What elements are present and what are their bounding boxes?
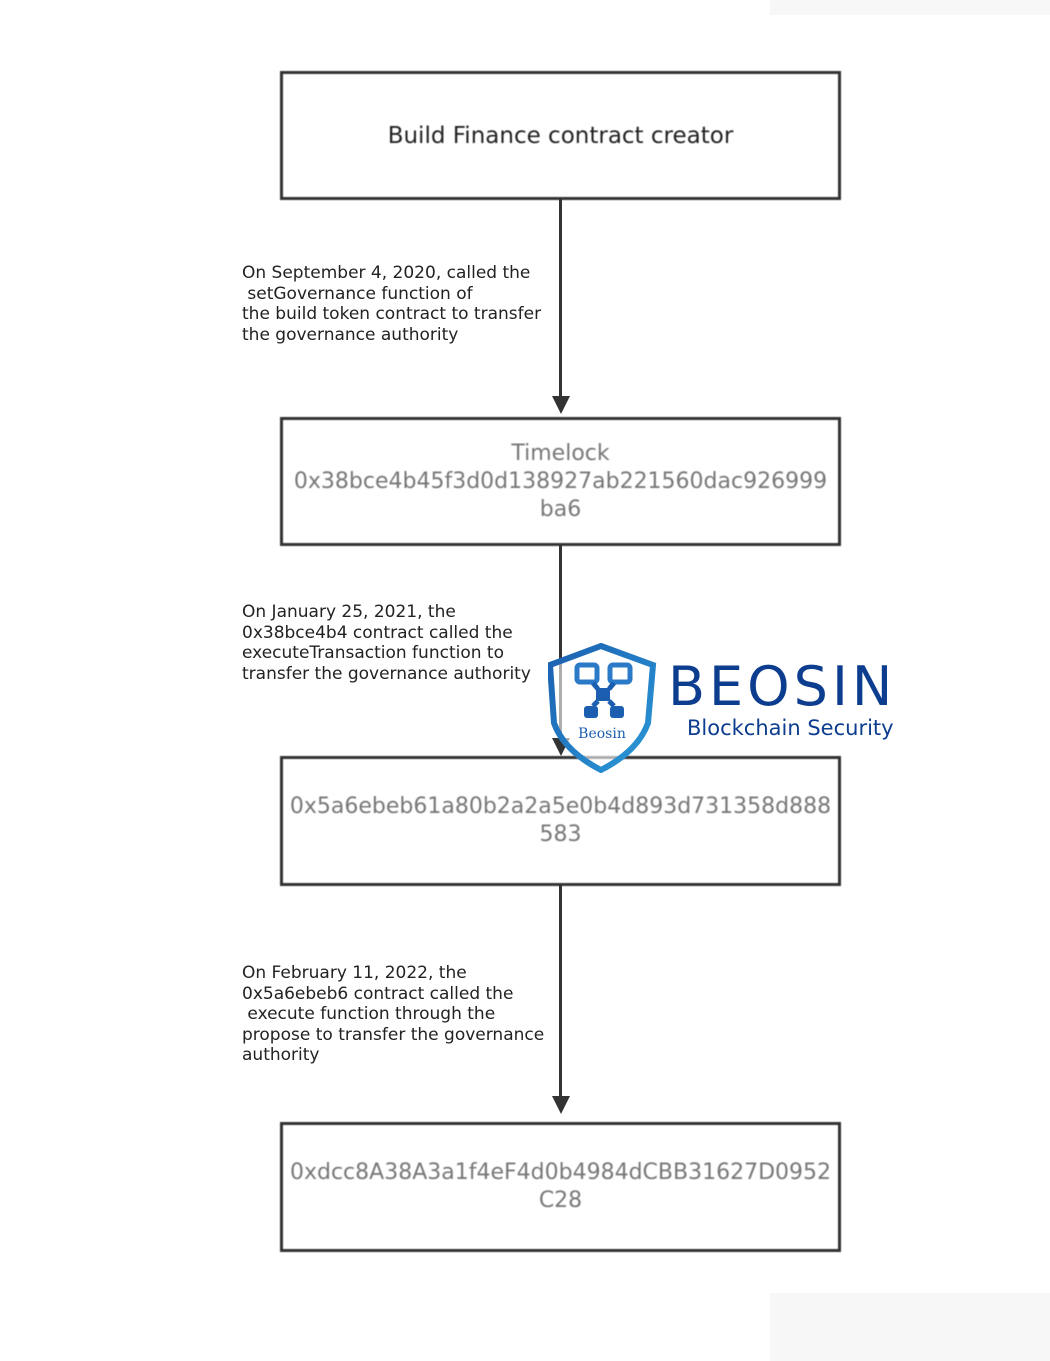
edge-label: On January 25, 2021, the 0x38bce4b4 cont… — [242, 602, 531, 684]
node-text: Timelock — [511, 440, 610, 466]
node-text: Build Finance contract creator — [387, 122, 734, 149]
corner-shade — [770, 0, 1050, 15]
arrow-head — [552, 396, 570, 414]
connector-line — [559, 199, 562, 399]
node-text: 0xdcc8A38A3a1f4eF4d0b4984dCBB31627D0952 — [289, 1160, 831, 1185]
brand-tagline: Blockchain Security — [687, 716, 894, 740]
node-text: ba6 — [539, 496, 582, 522]
edge-label: On September 4, 2020, called the setGove… — [242, 263, 542, 345]
shield-text: Beosin — [578, 726, 626, 742]
node-text: 0x38bce4b45f3d0d138927ab221560dac926999 — [293, 468, 828, 494]
node-timelock: Timelock 0x38bce4b45f3d0d138927ab221560d… — [280, 417, 841, 546]
node-text: 583 — [539, 822, 582, 847]
node-text: C28 — [538, 1188, 583, 1213]
node-contract-creator: Build Finance contract creator — [280, 71, 841, 200]
connector-line — [559, 885, 562, 1100]
corner-shade — [770, 1293, 1050, 1361]
beosin-watermark: Beosin BEOSIN Blockchain Security — [548, 643, 908, 773]
node-contract-dcc8: 0xdcc8A38A3a1f4eF4d0b4984dCBB31627D0952 … — [280, 1122, 841, 1252]
arrow-head — [552, 1096, 570, 1114]
node-contract-5a6e: 0x5a6ebeb61a80b2a2a5e0b4d893d731358d888 … — [280, 756, 841, 886]
node-text: 0x5a6ebeb61a80b2a2a5e0b4d893d731358d888 — [289, 794, 832, 819]
edge-label: On February 11, 2022, the 0x5a6ebeb6 con… — [242, 963, 545, 1065]
shield-icon: Beosin — [548, 643, 657, 773]
brand-name: BEOSIN — [668, 655, 897, 718]
connector-line — [559, 545, 562, 741]
